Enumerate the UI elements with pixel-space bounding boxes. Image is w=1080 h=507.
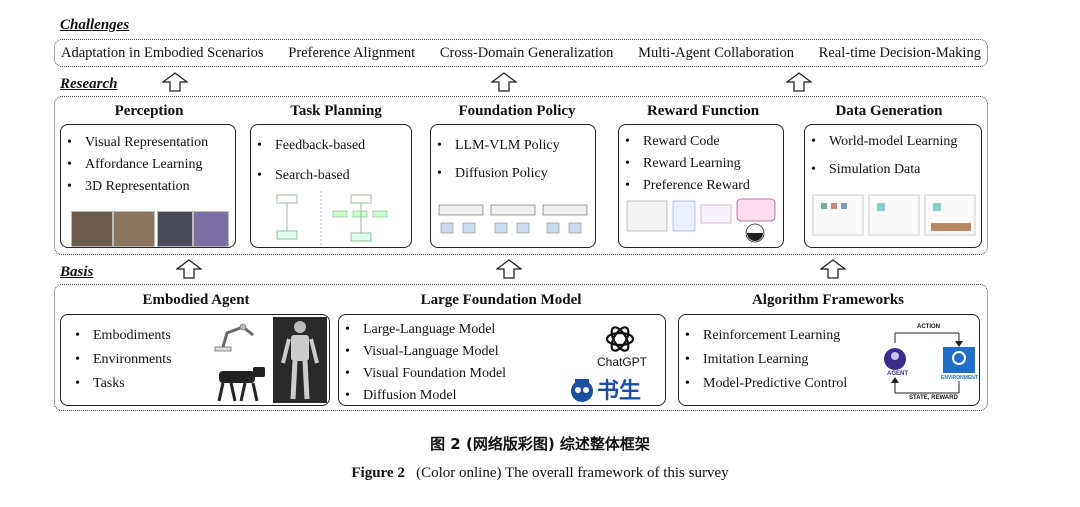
perception-photo [157,211,193,247]
data-generation-figure [812,194,976,236]
rl-environment-label: ENVIRONMENT [941,375,978,381]
rl-action-label: ACTION [917,324,940,330]
basis-label: Basis [60,264,94,280]
data-generation-card: World-model Learning Simulation Data [804,124,982,248]
list-item: Model-Predictive Control [679,373,979,395]
figure-caption-text: (Color online) The overall framework of … [416,465,729,481]
challenge-item: Multi-Agent Collaboration [638,44,794,61]
research-title-foundation-policy: Foundation Policy [458,103,576,119]
research-title-task-planning: Task Planning [290,103,382,119]
rl-state-reward-label: STATE, REWARD [909,395,958,401]
basis-title-algorithm-frameworks: Algorithm Frameworks [751,292,905,308]
research-box [54,96,988,255]
challenge-item: Real-time Decision-Making [818,44,981,61]
perception-card: Visual Representation Affordance Learnin… [60,124,236,248]
up-arrow-icon [176,259,202,279]
list-item: Large-Language Model [339,319,665,341]
list-item: Reward Code [619,131,783,153]
list-item: Visual Representation [61,132,235,154]
rl-loop-diagram [884,332,975,394]
up-arrow-icon [496,259,522,279]
chatgpt-logo-icon [605,326,635,352]
list-item: Environments [69,349,329,371]
figure-caption-chinese: 图 2 (网络版彩图) 综述整体框架 [430,435,650,453]
up-arrow-icon [162,72,188,92]
perception-photo [193,211,229,247]
list-item: Simulation Data [805,159,981,181]
figure-caption-english: Figure 2 (Color online) The overall fram… [0,465,1080,482]
list-item: Tasks [69,373,329,395]
list-item: Diffusion Model [339,385,665,405]
basis-title-embodied-agent: Embodied Agent [142,292,250,308]
chatgpt-logo-text: ChatGPT [596,355,647,369]
challenge-item: Preference Alignment [288,44,416,61]
list-item: Feedback-based [251,135,411,157]
list-item: World-model Learning [805,131,981,153]
list-item: Imitation Learning [679,349,979,371]
policy-figure [438,204,588,234]
list-item: Diffusion Policy [431,163,595,185]
up-arrow-icon [491,72,517,92]
list-item: 3D Representation [61,176,235,198]
challenge-item: Adaptation in Embodied Scenarios [61,44,264,61]
perception-photo [113,211,155,247]
list-item: Search-based [251,165,411,187]
large-foundation-model-card: Large-Language Model Visual-Language Mod… [338,314,666,406]
perception-photo [71,211,113,247]
rl-agent-label: AGENT [887,371,908,377]
humanoid-robot-photo [273,317,327,403]
shusheng-logo-text: 书生 [597,379,642,404]
figure-number: Figure 2 [351,465,405,481]
reward-function-card: Reward Code Reward Learning Preference R… [618,124,784,248]
up-arrow-icon [786,72,812,92]
foundation-policy-card: LLM-VLM Policy Diffusion Policy [430,124,596,248]
task-planning-card: Feedback-based Search-based [250,124,412,248]
up-arrow-icon [820,259,846,279]
challenges-box: Adaptation in Embodied Scenarios Prefere… [54,39,988,67]
basis-box [54,284,988,411]
research-title-reward-function: Reward Function [646,103,760,119]
list-item: Reward Learning [619,153,783,175]
challenges-label: Challenges [60,17,130,33]
research-label: Research [60,76,118,92]
algorithm-frameworks-card: Reinforcement Learning Imitation Learnin… [678,314,980,406]
list-item: Affordance Learning [61,154,235,176]
basis-title-large-foundation-model: Large Foundation Model [420,292,582,308]
shusheng-mascot-icon [571,379,593,402]
list-item: LLM-VLM Policy [431,135,595,157]
list-item: Preference Reward [619,175,783,197]
planning-tree-figure [276,191,388,245]
challenge-item: Cross-Domain Generalization [439,44,614,61]
research-title-perception: Perception [114,103,184,119]
embodied-agent-card: Embodiments Environments Tasks [60,314,330,406]
list-item: Embodiments [69,325,329,347]
robot-arm-figure [214,323,254,352]
reward-figure [626,198,776,243]
robot-dog-figure [217,367,265,402]
research-title-data-generation: Data Generation [835,103,943,119]
list-item: Visual Foundation Model [339,363,665,385]
list-item: Reinforcement Learning [679,325,979,347]
list-item: Visual-Language Model [339,341,665,363]
